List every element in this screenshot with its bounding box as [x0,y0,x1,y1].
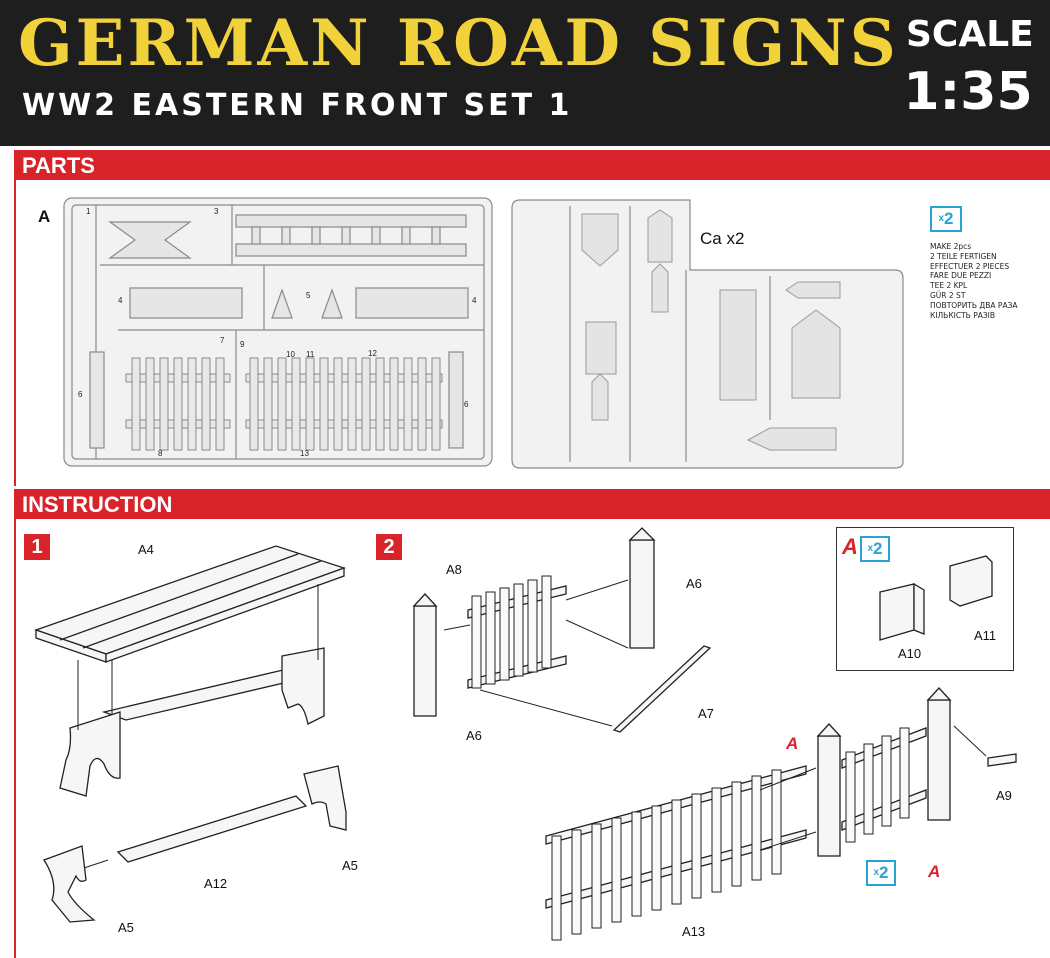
part-number: 6 [78,390,83,399]
label-a5-left: A5 [118,920,134,935]
label-a4: A4 [138,542,154,557]
label-a6-bottom: A6 [466,728,482,743]
header-banner: GERMAN ROAD SIGNS WW2 EASTERN FRONT SET … [0,0,1050,146]
label-a10: A10 [898,646,921,661]
bench-assembly-drawing [34,545,347,923]
make-line: TEE 2 KPL [930,281,968,291]
label-a13: A13 [682,924,705,939]
part-number: 11 [306,350,315,359]
label-a7: A7 [698,706,714,721]
instruction-heading: INSTRUCTION [22,492,173,517]
make-line: ПОВТОРИТЬ ДВА РАЗА [930,300,1018,310]
parts-frame [14,180,1050,486]
make-two-instructions: MAKE 2pcs 2 TEILE FERTIGEN EFFECTUER 2 P… [930,242,1018,320]
part-mark-a-2: A [928,862,941,881]
part-number: 8 [158,449,163,458]
sprue-a-letter: A [38,207,50,226]
parts-section-bar: PARTS [14,150,1050,180]
part-number: 5 [306,291,311,300]
sprue-ca [511,199,904,469]
inset-x2-value: 2 [873,539,883,558]
step2-x2-value: 2 [879,863,889,882]
make-line: GÜR 2 ST [930,290,966,300]
make-two-badge-value: 2 [944,209,954,228]
label-a11: A11 [974,628,996,643]
make-line: КІЛЬКІСТЬ РАЗІВ [930,310,996,320]
step-2-marker: 2 [376,534,402,560]
sign-blanks [581,209,841,451]
inset-labels: A10 A11 [898,628,996,661]
part-number: 4 [118,296,123,305]
scale-label: SCALE [906,14,1034,55]
label-a8: A8 [446,562,462,577]
label-a6-top: A6 [686,576,702,591]
sprue-a-fence-pieces [125,357,443,451]
part-number: 13 [300,449,309,458]
instruction-frame [14,519,1050,958]
make-two-badge: x2 [930,206,962,232]
part-number: 7 [220,336,225,345]
sprue-a [63,197,493,467]
part-number: 3 [214,207,219,216]
make-line: FARE DUE PEZZI [930,271,992,281]
inset-detail-box [836,527,1014,671]
fence-pickets-drawing [471,575,910,941]
part-mark-a: A [786,734,799,753]
make-line: MAKE 2pcs [930,242,972,251]
label-a12: A12 [204,876,227,891]
inset-x2-badge: x2 [860,536,890,562]
step2-x2-badge: x2 [866,860,896,886]
part-number: 10 [286,350,295,359]
part-number: 4 [472,296,477,305]
inset-detail-drawing [879,555,993,641]
page-subtitle: WW2 EASTERN FRONT SET 1 [22,88,573,123]
make-line: 2 TEILE FERTIGEN [930,251,997,261]
label-a5-right: A5 [342,858,358,873]
make-line: EFFECTUER 2 PIECES [930,261,1010,271]
step1-labels: A4 A12 A5 A5 [118,542,358,935]
part-number: 1 [86,207,91,216]
sprue-ca-label: Ca x2 [700,229,744,248]
step2-arrows [443,579,987,851]
sprue-a-part-numbers: 1 3 4 5 4 7 9 10 11 12 6 6 8 13 [78,207,477,458]
part-number: 9 [240,340,245,349]
scale-value: 1:35 [903,62,1033,122]
page-title: GERMAN ROAD SIGNS [18,6,899,81]
instruction-section-bar: INSTRUCTION [14,489,1050,519]
part-number: 12 [368,349,377,358]
step-1-marker: 1 [24,534,50,560]
step2-labels: A8 A6 A6 A7 A9 A13 [446,562,1012,939]
label-a9: A9 [996,788,1012,803]
parts-heading: PARTS [22,153,95,178]
step1-arrows [77,584,319,869]
part-number: 6 [464,400,469,409]
inset-part-mark: A [842,534,858,559]
